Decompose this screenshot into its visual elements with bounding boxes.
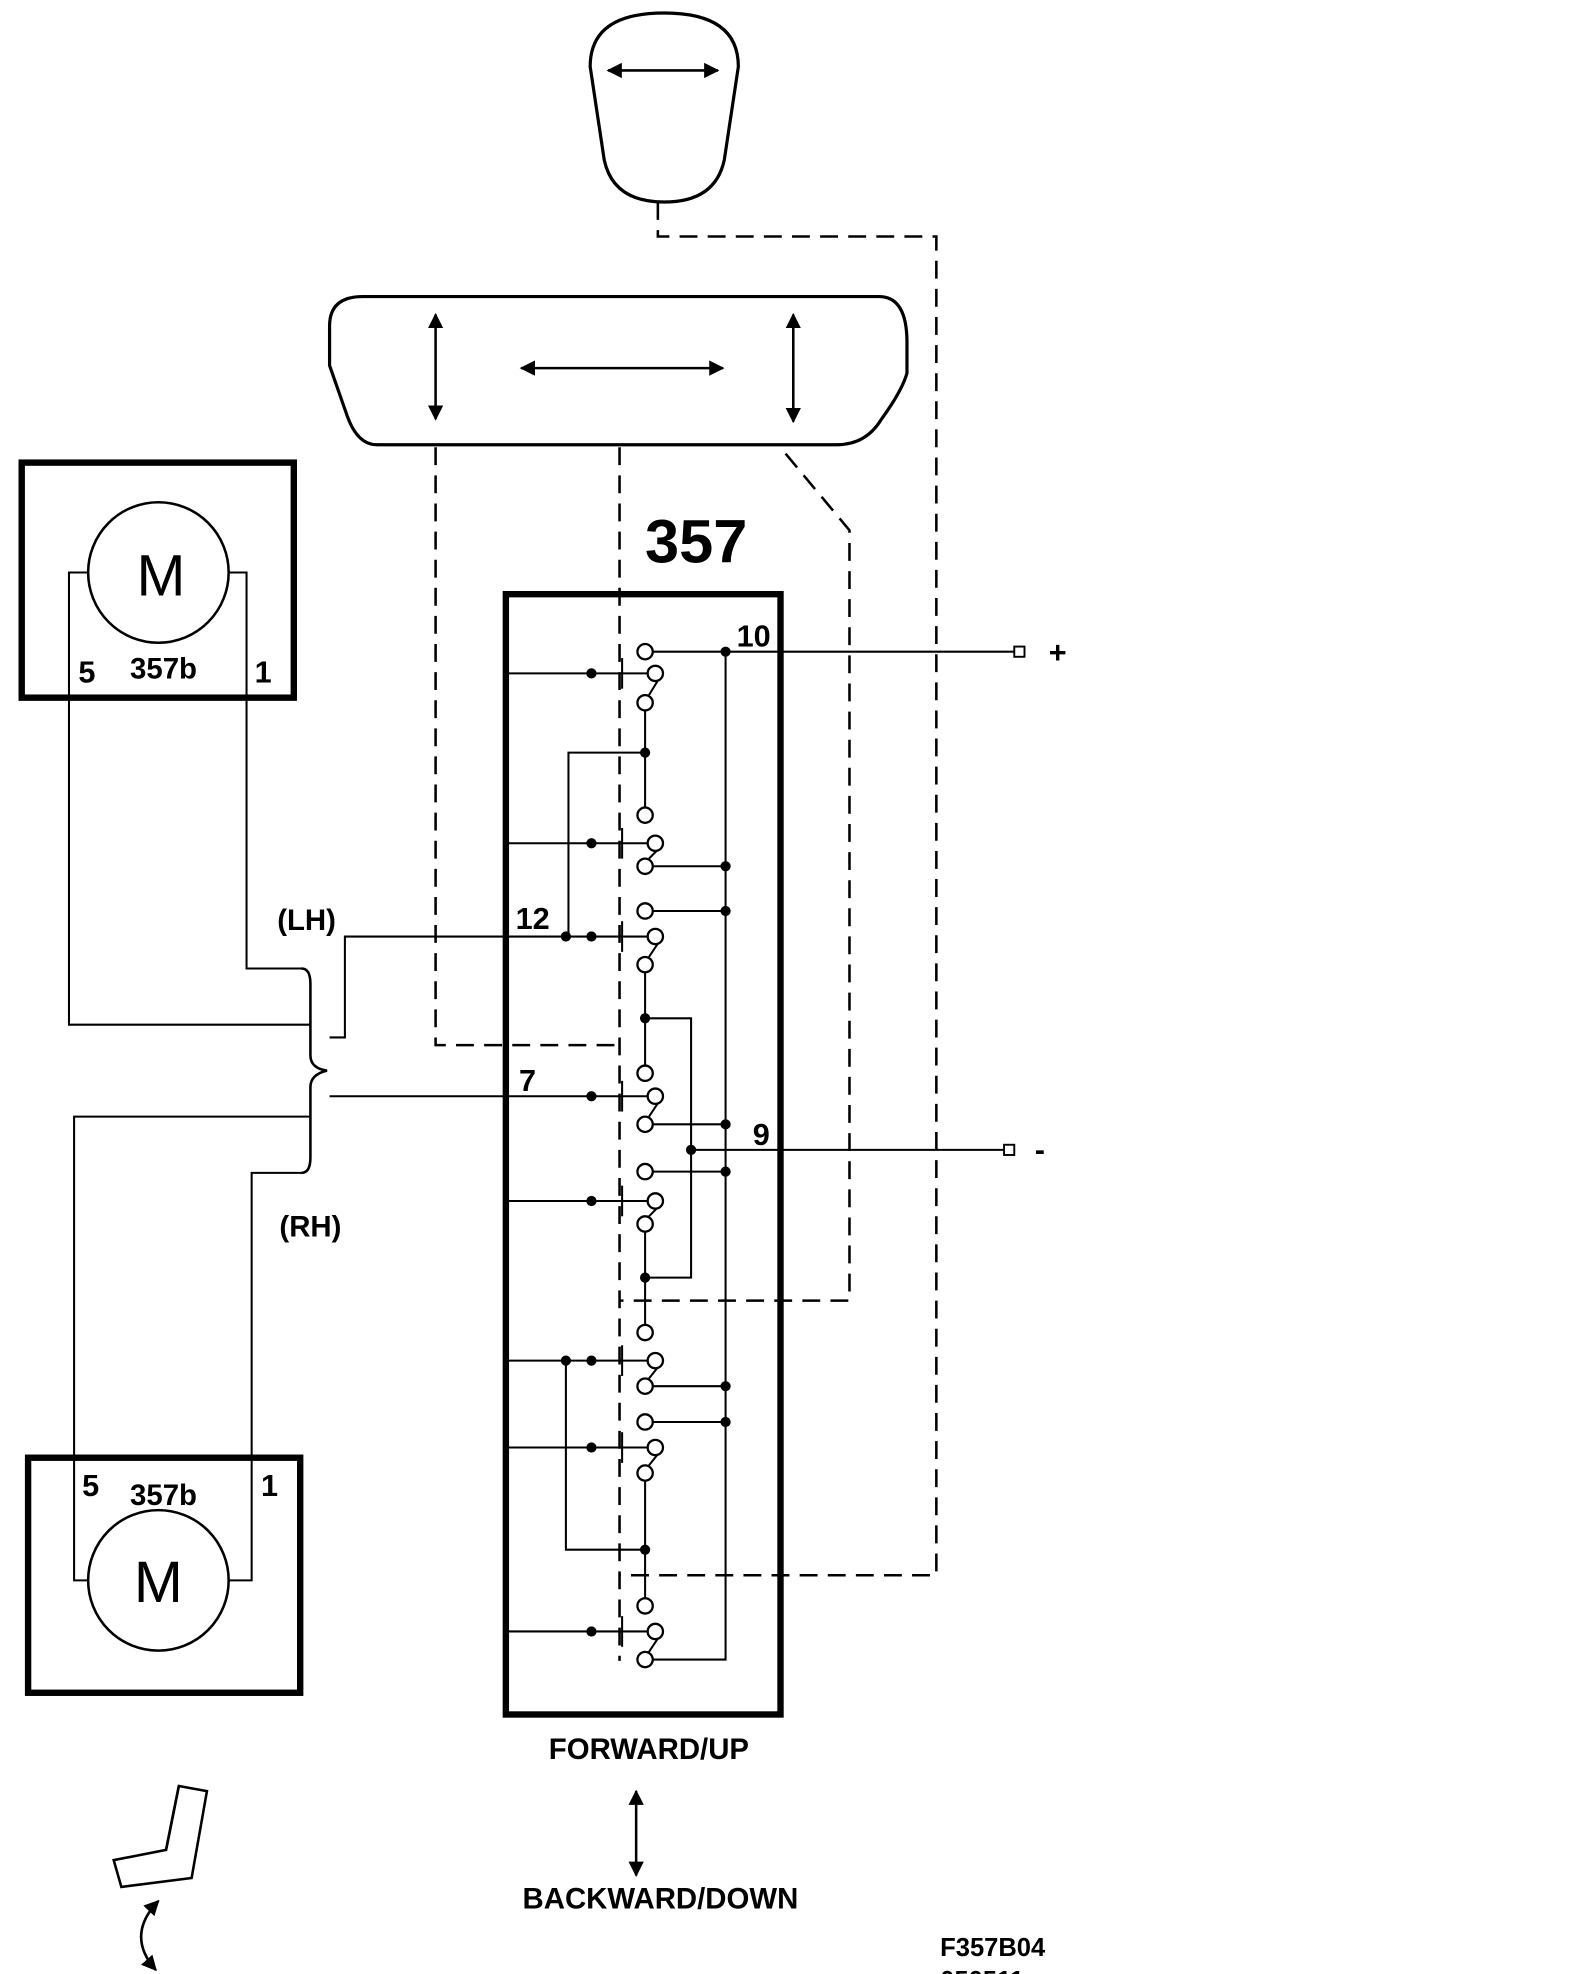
switch-contact (646, 664, 665, 683)
side-selector: (LH) (RH) (277, 904, 656, 1244)
switch-contact (636, 955, 654, 974)
junction-dot (720, 1119, 731, 1130)
junction-dot (720, 861, 731, 872)
junction-dot (720, 1416, 731, 1428)
switch-contact (636, 1162, 654, 1181)
backward-label: BACKWARD/DOWN (523, 1883, 799, 1916)
junction-dot (586, 1442, 597, 1453)
junction-dot (720, 1166, 731, 1177)
adjust-knob (588, 11, 740, 204)
forward-label: FORWARD/UP (549, 1733, 749, 1766)
switch-contact (636, 1464, 654, 1482)
positive-sign: + (1049, 636, 1067, 670)
seat-icon (112, 1784, 209, 1889)
busbar (645, 651, 727, 1661)
negative-sign: - (1035, 1133, 1045, 1167)
switch-contact (636, 1650, 654, 1669)
junction-dot (586, 1355, 597, 1366)
drawing-date: 050511 (940, 1967, 1024, 1974)
terminal-label-10: 10 (737, 620, 771, 654)
switch-contact (636, 857, 654, 876)
switch-contact (636, 806, 654, 825)
component-label: 357 (645, 506, 747, 575)
switch-contact (636, 902, 654, 920)
terminal-label-12: 12 (516, 902, 550, 936)
pin-label: 5 (78, 655, 95, 689)
switch-contact (646, 1087, 665, 1106)
motor-letter: M (134, 1550, 183, 1615)
motor-id: 357b (130, 653, 197, 686)
junction-dot (720, 905, 731, 917)
power-negative: - (691, 1133, 1045, 1167)
switch-contacts (508, 642, 731, 1669)
seat-switch-knob (327, 294, 909, 447)
link (564, 1360, 646, 1551)
motor-top: M 5 357b 1 (18, 459, 311, 1026)
junction-dot (639, 747, 651, 758)
junction-dot (639, 1013, 651, 1024)
junction-dot (586, 931, 597, 942)
junction-dot (560, 931, 572, 942)
motor-id: 357b (130, 1479, 197, 1512)
switch-contact (646, 834, 665, 853)
power-positive: + (645, 636, 1067, 670)
switch-box (502, 590, 784, 1718)
switch-contact (646, 1438, 665, 1457)
junction-dot (720, 1381, 731, 1392)
curved-arrow-icon (139, 1899, 160, 1972)
switch-contact (636, 1115, 654, 1134)
junction-dot (586, 1195, 597, 1207)
pin-label: 1 (255, 655, 272, 689)
switch-contact (636, 642, 654, 661)
rh-label: (RH) (279, 1211, 341, 1244)
junction-dot (586, 668, 597, 679)
mechanical-linkages (434, 202, 938, 1661)
switch-contact (636, 1323, 654, 1342)
junction-dot (560, 1355, 572, 1366)
junction-dot (720, 646, 731, 657)
junction-dot (586, 1626, 597, 1637)
switch-contact (636, 1064, 654, 1083)
motor-bottom: M 5 357b 1 (24, 1115, 311, 1696)
terminal-label-9: 9 (753, 1118, 770, 1152)
junction-dot (685, 1144, 697, 1155)
link (567, 751, 646, 937)
junction-dot (586, 1091, 597, 1102)
junction-dot (639, 1544, 651, 1555)
switch-contact (646, 1622, 665, 1641)
switch-contact (636, 1597, 654, 1615)
pin-label: 1 (261, 1469, 278, 1503)
switch-contact (636, 1215, 654, 1233)
drawing-code: F357B04 (940, 1934, 1046, 1962)
junction-dot (586, 838, 597, 849)
lh-label: (LH) (277, 904, 336, 937)
junction-dot (639, 1272, 651, 1283)
switch-contact (636, 693, 654, 712)
switch-contact (636, 1377, 654, 1396)
switch-contact (646, 1192, 665, 1210)
pin-label: 5 (82, 1469, 99, 1503)
switch-contact (646, 927, 665, 946)
link (645, 1017, 693, 1279)
switch-contact (646, 1351, 665, 1370)
switch-contact (636, 1413, 654, 1431)
motor-letter: M (136, 543, 185, 608)
terminal-label-7: 7 (519, 1064, 536, 1098)
